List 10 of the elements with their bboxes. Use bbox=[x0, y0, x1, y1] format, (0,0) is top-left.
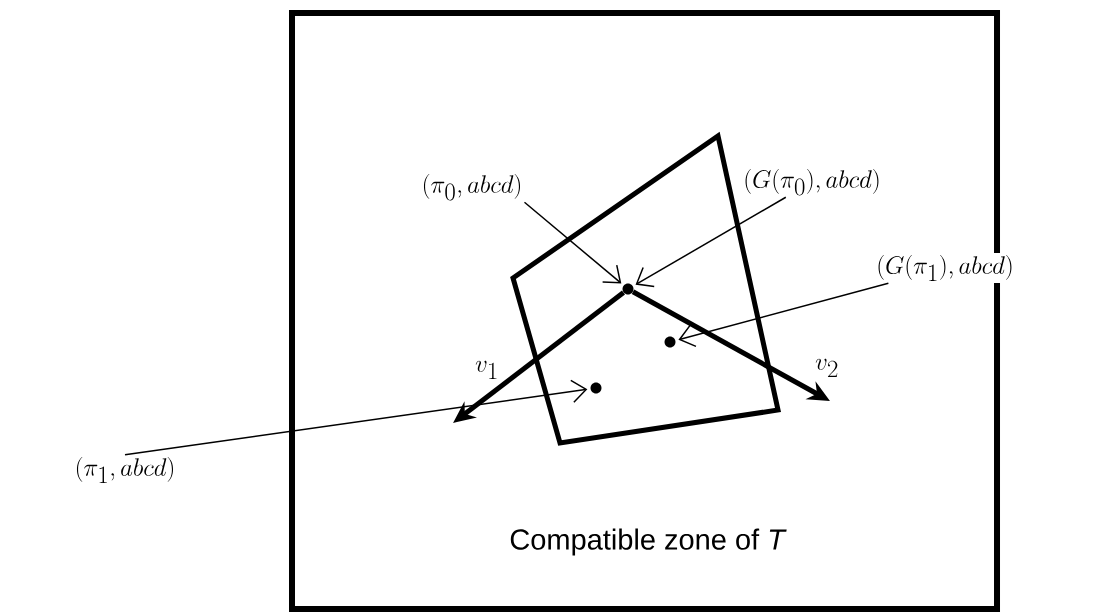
point-label: $(\pi_0, abcd)$ bbox=[419, 171, 525, 203]
leader-arrow bbox=[124, 379, 588, 456]
point-label: $(\pi_1, abcd)$ bbox=[72, 454, 178, 486]
point-label: $(G(\pi_1), abcd)$ bbox=[874, 252, 1016, 284]
vector-label: $v_2$ bbox=[815, 358, 838, 378]
leader-arrow bbox=[635, 196, 787, 288]
leader-arrow bbox=[523, 201, 622, 284]
leader-arrow bbox=[678, 282, 890, 348]
vector-label: $v_1$ bbox=[475, 360, 497, 380]
point-label: $(G(\pi_0), abcd)$ bbox=[741, 166, 883, 198]
